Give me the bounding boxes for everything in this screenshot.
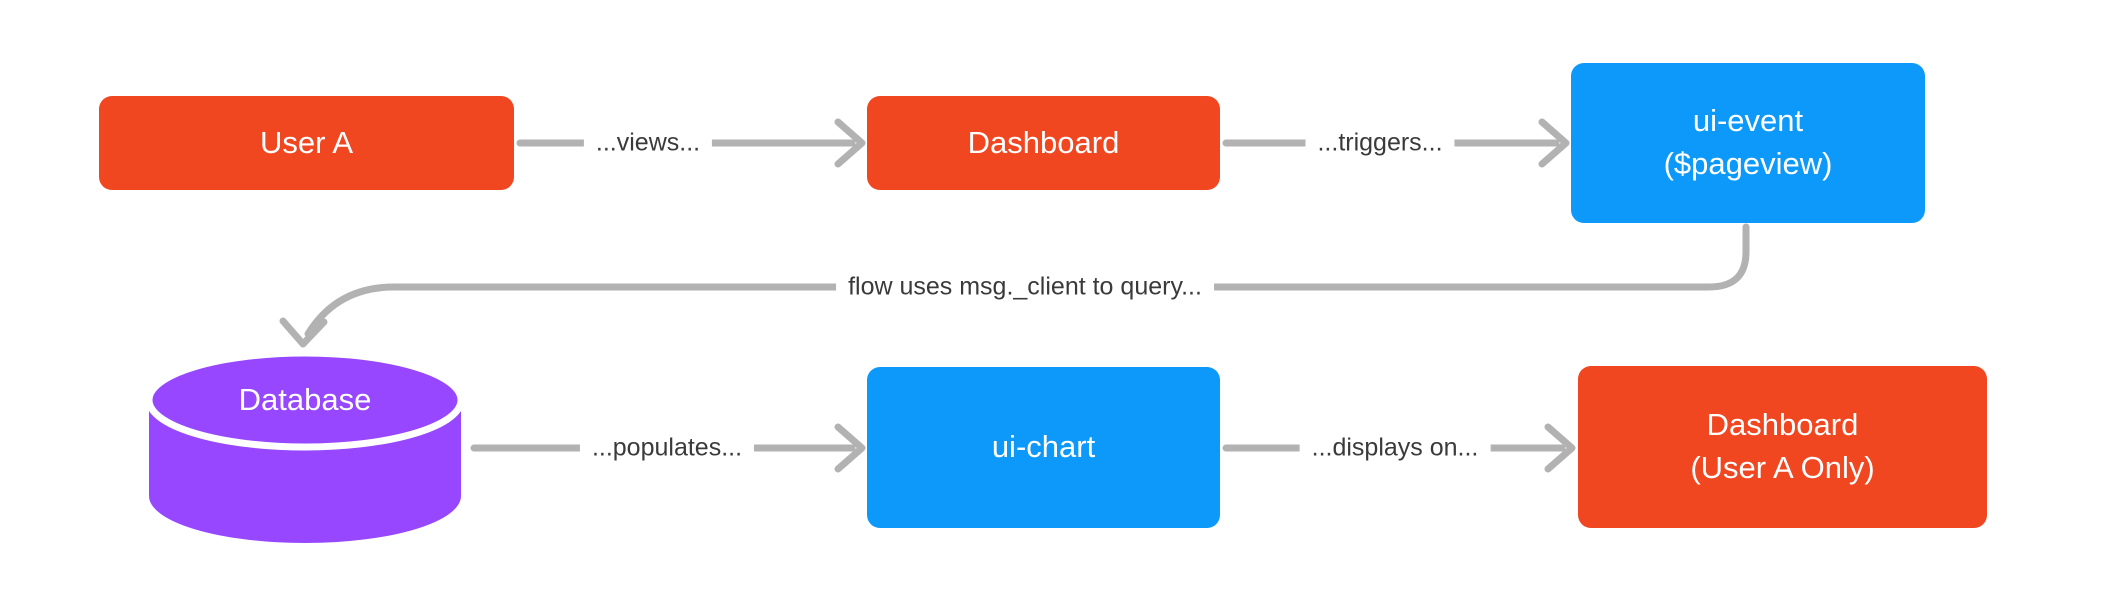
edge-displays-on-label[interactable]: ...displays on... <box>1299 431 1491 465</box>
arrow-right-icon <box>1544 423 1576 473</box>
node-ui-event[interactable]: ui-event ($pageview) <box>1571 63 1925 223</box>
arrow-right-icon <box>1538 118 1570 168</box>
node-dashboard-user-a-label-line2: (User A Only) <box>1690 450 1875 485</box>
node-database[interactable]: Database <box>145 349 465 543</box>
node-database-label: Database <box>238 382 372 417</box>
node-user-a[interactable]: User A <box>99 96 514 190</box>
edge-views-label[interactable]: ...views... <box>583 126 713 160</box>
node-ui-event-label-line2: ($pageview) <box>1663 146 1833 181</box>
node-user-a-label: User A <box>259 124 354 160</box>
node-ui-event-label-line1: ui-event <box>1692 103 1804 139</box>
node-dashboard[interactable]: Dashboard <box>867 96 1220 190</box>
edge-query-line <box>304 223 1750 338</box>
arrow-right-icon <box>834 118 866 168</box>
node-dashboard-user-a[interactable]: Dashboard (User A Only) <box>1578 366 1987 528</box>
edge-query[interactable] <box>279 223 1750 348</box>
node-ui-chart-label: ui-chart <box>991 429 1096 465</box>
node-dashboard-label: Dashboard <box>967 124 1120 160</box>
node-ui-chart[interactable]: ui-chart <box>867 367 1220 528</box>
node-dashboard-user-a-label-line1: Dashboard <box>1706 407 1859 443</box>
arrow-right-icon <box>834 423 866 473</box>
edge-query-label[interactable]: flow uses msg._client to query... <box>836 270 1214 304</box>
arrow-down-icon <box>279 317 328 348</box>
database-cylinder-icon <box>145 349 465 543</box>
edge-populates-label[interactable]: ...populates... <box>579 431 755 465</box>
edge-triggers-label[interactable]: ...triggers... <box>1305 126 1455 160</box>
